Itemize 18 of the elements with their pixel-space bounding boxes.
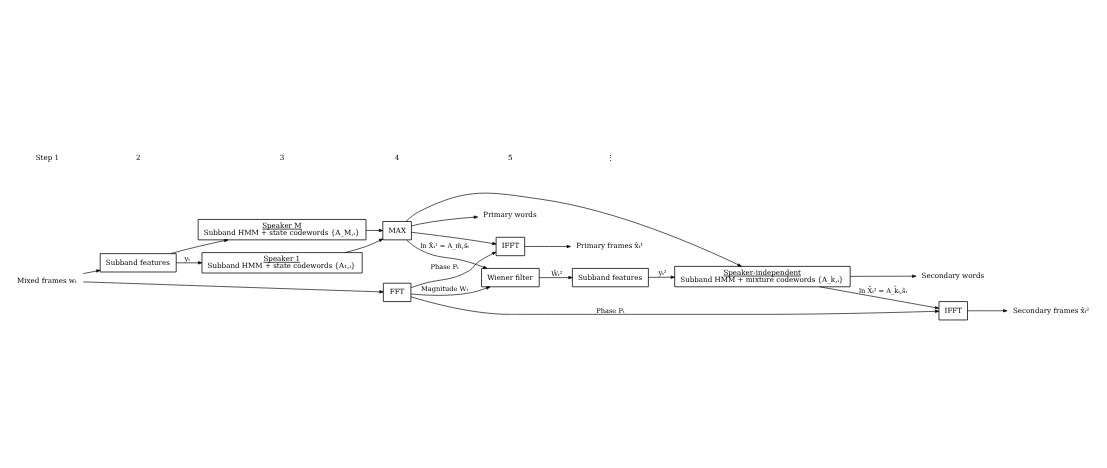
arrow [410,251,497,288]
arrow [83,281,384,293]
arrow [410,295,940,315]
arrow [819,285,940,309]
arrow [405,192,742,267]
arrow [410,285,491,296]
arrow [967,308,1008,312]
arrow [175,260,203,264]
arrow [538,275,573,279]
arrow [365,228,384,232]
arrow [83,268,101,274]
arrow [648,275,675,279]
arrow [411,231,497,245]
arrow [411,215,478,226]
arrow [170,238,229,254]
arrow [524,244,571,248]
arrow [406,239,488,269]
arrow [849,274,917,278]
